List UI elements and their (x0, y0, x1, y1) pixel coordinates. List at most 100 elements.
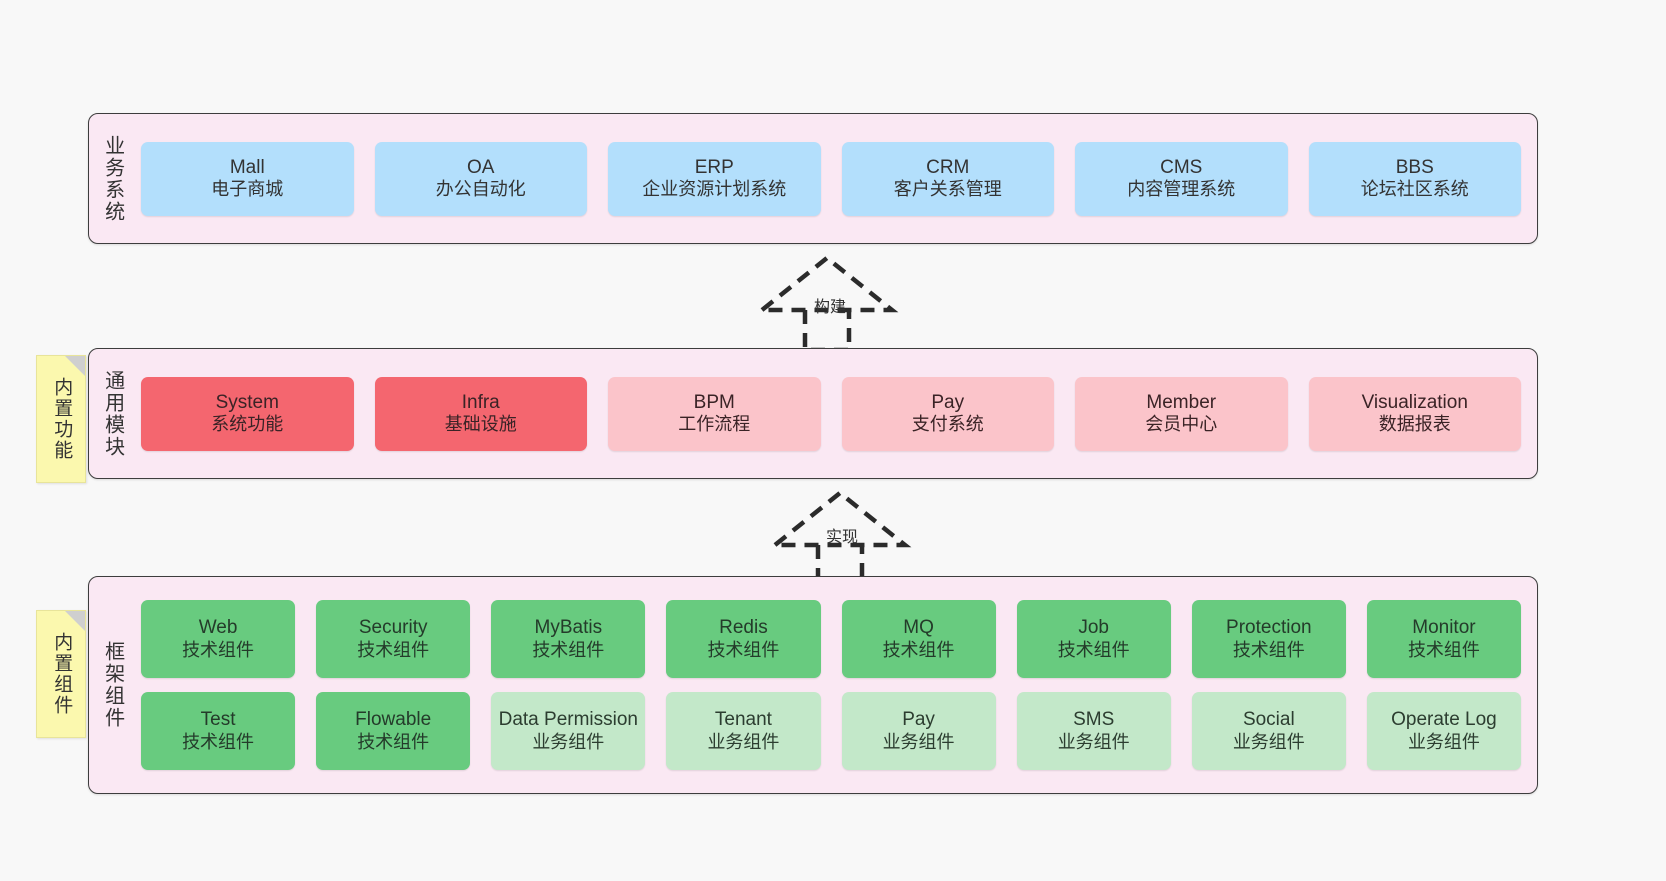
box-subtitle: 业务组件 (882, 731, 955, 752)
box-title: Infra (461, 391, 500, 413)
box-mall[interactable]: Mall 电子商城 (141, 141, 354, 216)
box-subtitle: 电子商城 (211, 179, 284, 200)
box-title: Pay (902, 709, 935, 731)
box-oa[interactable]: OA 办公自动化 (374, 141, 587, 216)
box-subtitle: 业务组件 (1232, 731, 1305, 752)
box-monitor[interactable]: Monitor 技术组件 (1366, 600, 1521, 678)
box-title: Pay (931, 391, 965, 413)
note-fold-corner-icon (65, 611, 85, 631)
box-subtitle: 业务组件 (1057, 731, 1130, 752)
layer-framework-components: 框架组件 Web 技术组件 Security 技术组件 MyBatis 技术组件… (88, 576, 1538, 794)
box-title: Mall (229, 156, 265, 178)
box-member[interactable]: Member 会员中心 (1075, 376, 1288, 451)
box-crm[interactable]: CRM 客户关系管理 (841, 141, 1054, 216)
box-operate-log[interactable]: Operate Log 业务组件 (1366, 692, 1521, 770)
box-security[interactable]: Security 技术组件 (316, 600, 471, 678)
box-erp[interactable]: ERP 企业资源计划系统 (608, 141, 821, 216)
box-title: Protection (1226, 617, 1312, 639)
layer-body-business-systems: Mall 电子商城 OA 办公自动化 ERP 企业资源计划系统 CRM 客户关系… (135, 114, 1537, 243)
box-mybatis[interactable]: MyBatis 技术组件 (491, 600, 646, 678)
box-title: System (215, 391, 279, 413)
box-subtitle: 技术组件 (357, 731, 430, 752)
box-title: Security (358, 617, 428, 639)
box-data-permission[interactable]: Data Permission 业务组件 (491, 692, 646, 770)
box-title: ERP (694, 156, 734, 178)
layer-row: System 系统功能 Infra 基础设施 BPM 工作流程 Pay 支付系统… (141, 376, 1521, 451)
box-title: CMS (1160, 156, 1203, 178)
box-title: Member (1146, 391, 1217, 413)
layer-body-common-modules: System 系统功能 Infra 基础设施 BPM 工作流程 Pay 支付系统… (135, 349, 1537, 478)
box-pay[interactable]: Pay 支付系统 (841, 376, 1054, 451)
box-bpm[interactable]: BPM 工作流程 (608, 376, 821, 451)
note-text: 内置功能 (51, 377, 73, 461)
layer-row: Test 技术组件 Flowable 技术组件 Data Permission … (141, 692, 1521, 770)
box-subtitle: 技术组件 (882, 639, 955, 660)
layer-body-framework-components: Web 技术组件 Security 技术组件 MyBatis 技术组件 Redi… (135, 577, 1537, 793)
box-flowable[interactable]: Flowable 技术组件 (316, 692, 471, 770)
layer-row: Mall 电子商城 OA 办公自动化 ERP 企业资源计划系统 CRM 客户关系… (141, 141, 1521, 216)
box-subtitle: 内容管理系统 (1127, 179, 1236, 200)
box-title: Visualization (1361, 391, 1468, 413)
note-fold-corner-icon (65, 356, 85, 376)
note-builtin-features: 内置功能 (36, 355, 86, 483)
connector-implement (765, 490, 965, 593)
generalization-arrow-icon (768, 490, 912, 588)
box-subtitle: 技术组件 (707, 639, 780, 660)
note-builtin-components: 内置组件 (36, 610, 86, 738)
box-title: Flowable (355, 709, 432, 731)
box-title: Tenant (714, 709, 772, 731)
layer-title-framework-components: 框架组件 (101, 641, 124, 729)
box-title: Social (1242, 709, 1295, 731)
box-protection[interactable]: Protection 技术组件 (1191, 600, 1346, 678)
box-title: Redis (719, 617, 768, 639)
box-subtitle: 业务组件 (1407, 731, 1480, 752)
box-pay-business[interactable]: Pay 业务组件 (841, 692, 996, 770)
box-test[interactable]: Test 技术组件 (141, 692, 296, 770)
box-title: Monitor (1412, 617, 1476, 639)
box-subtitle: 客户关系管理 (893, 179, 1002, 200)
layer-business-systems: 业务系统 Mall 电子商城 OA 办公自动化 ERP 企业资源计划系统 CRM… (88, 113, 1538, 244)
box-subtitle: 基础设施 (444, 414, 517, 435)
box-subtitle: 系统功能 (211, 414, 284, 435)
layer-title-business-systems: 业务系统 (101, 134, 124, 223)
box-visualization[interactable]: Visualization 数据报表 (1308, 376, 1521, 451)
box-title: Job (1078, 617, 1109, 639)
box-title: Data Permission (498, 709, 638, 731)
box-subtitle: 技术组件 (182, 639, 255, 660)
note-text: 内置组件 (51, 632, 73, 716)
generalization-arrow-icon (755, 255, 899, 353)
box-title: MyBatis (534, 617, 603, 639)
box-sms[interactable]: SMS 业务组件 (1016, 692, 1171, 770)
box-subtitle: 支付系统 (911, 414, 984, 435)
layer-row: Web 技术组件 Security 技术组件 MyBatis 技术组件 Redi… (141, 600, 1521, 678)
box-title: Web (198, 617, 238, 639)
box-title: MQ (903, 617, 934, 639)
box-title: BBS (1395, 156, 1434, 178)
layer-title-common-modules: 通用模块 (101, 369, 124, 458)
box-mq[interactable]: MQ 技术组件 (841, 600, 996, 678)
box-title: Operate Log (1391, 709, 1497, 731)
box-redis[interactable]: Redis 技术组件 (666, 600, 821, 678)
box-tenant[interactable]: Tenant 业务组件 (666, 692, 821, 770)
box-subtitle: 会员中心 (1145, 414, 1218, 435)
box-infra[interactable]: Infra 基础设施 (374, 376, 587, 451)
box-social[interactable]: Social 业务组件 (1191, 692, 1346, 770)
box-cms[interactable]: CMS 内容管理系统 (1075, 141, 1288, 216)
box-subtitle: 办公自动化 (435, 179, 526, 200)
box-job[interactable]: Job 技术组件 (1016, 600, 1171, 678)
box-title: BPM (693, 391, 735, 413)
box-system[interactable]: System 系统功能 (141, 376, 354, 451)
connector-build-label: 构建 (814, 299, 847, 316)
box-subtitle: 业务组件 (707, 731, 780, 752)
box-web[interactable]: Web 技术组件 (141, 600, 296, 678)
box-subtitle: 工作流程 (678, 414, 751, 435)
box-bbs[interactable]: BBS 论坛社区系统 (1308, 141, 1521, 216)
box-subtitle: 技术组件 (1407, 639, 1480, 660)
box-title: OA (467, 156, 495, 178)
box-subtitle: 技术组件 (1232, 639, 1305, 660)
box-title: SMS (1073, 709, 1115, 731)
box-subtitle: 论坛社区系统 (1360, 179, 1469, 200)
box-subtitle: 数据报表 (1378, 414, 1451, 435)
connector-implement-label: 实现 (826, 529, 859, 546)
